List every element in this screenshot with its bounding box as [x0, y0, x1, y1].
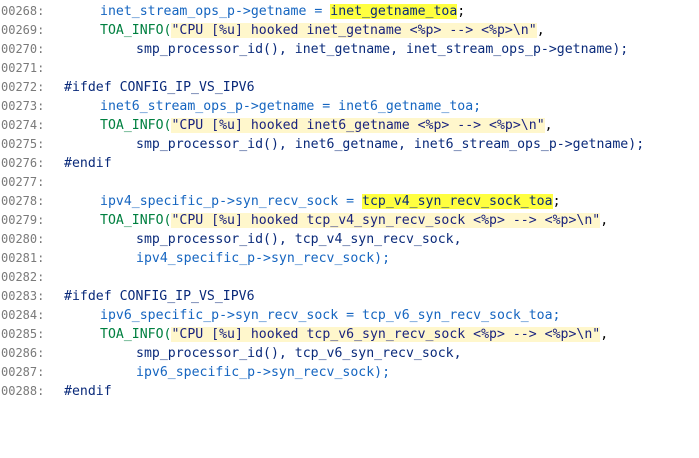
line-number: 00270:: [1, 42, 45, 56]
code-line[interactable]: 00268: inet_stream_ops_p->getname = inet…: [0, 2, 699, 21]
preprocessor-directive[interactable]: #endif: [64, 384, 112, 399]
code-line[interactable]: 00275: smp_processor_id(), inet6_getname…: [0, 135, 699, 154]
code-line[interactable]: 00280: smp_processor_id(), tcp_v4_syn_re…: [0, 230, 699, 249]
line-number: 00276:: [1, 156, 45, 170]
line-number: 00268:: [1, 4, 45, 18]
preprocessor-directive[interactable]: #endif: [64, 156, 112, 171]
line-number: 00271:: [1, 61, 45, 75]
code-text[interactable]: TOA_INFO("CPU [%u] hooked tcp_v6_syn_rec…: [100, 327, 609, 342]
code-text[interactable]: inet_stream_ops_p->getname = inet_getnam…: [100, 4, 466, 19]
code-line[interactable]: 00276: #endif: [0, 154, 699, 173]
code-text[interactable]: TOA_INFO("CPU [%u] hooked tcp_v4_syn_rec…: [100, 213, 609, 228]
line-number: 00272:: [1, 80, 45, 94]
code-line[interactable]: 00281: ipv4_specific_p->syn_recv_sock);: [0, 249, 699, 268]
code-line[interactable]: 00278: ipv4_specific_p->syn_recv_sock = …: [0, 192, 699, 211]
code-line[interactable]: 00282:: [0, 268, 699, 287]
code-line[interactable]: 00284: ipv6_specific_p->syn_recv_sock = …: [0, 306, 699, 325]
line-number: 00286:: [1, 346, 45, 360]
code-line[interactable]: 00270: smp_processor_id(), inet_getname,…: [0, 40, 699, 59]
preprocessor-directive[interactable]: #ifdef CONFIG_IP_VS_IPV6: [64, 80, 255, 95]
code-line[interactable]: 00286: smp_processor_id(), tcp_v6_syn_re…: [0, 344, 699, 363]
code-text[interactable]: ipv4_specific_p->syn_recv_sock = tcp_v4_…: [100, 194, 561, 209]
preprocessor-directive[interactable]: #ifdef CONFIG_IP_VS_IPV6: [64, 289, 255, 304]
code-line[interactable]: 00273: inet6_stream_ops_p->getname = ine…: [0, 97, 699, 116]
code-line[interactable]: 00271:: [0, 59, 699, 78]
code-text[interactable]: ipv6_specific_p->syn_recv_sock = tcp_v6_…: [100, 308, 561, 323]
line-number: 00275:: [1, 137, 45, 151]
code-line[interactable]: 00285: TOA_INFO("CPU [%u] hooked tcp_v6_…: [0, 325, 699, 344]
line-number: 00281:: [1, 251, 45, 265]
code-text[interactable]: ipv6_specific_p->syn_recv_sock);: [136, 365, 391, 380]
line-number: 00283:: [1, 289, 45, 303]
line-number: 00269:: [1, 23, 45, 37]
code-line[interactable]: 00277:: [0, 173, 699, 192]
line-number: 00287:: [1, 365, 45, 379]
line-number: 00280:: [1, 232, 45, 246]
code-text[interactable]: smp_processor_id(), tcp_v6_syn_recv_sock…: [136, 346, 462, 361]
code-line[interactable]: 00269: TOA_INFO("CPU [%u] hooked inet_ge…: [0, 21, 699, 40]
line-number: 00278:: [1, 194, 45, 208]
line-number: 00273:: [1, 99, 45, 113]
code-line[interactable]: 00287: ipv6_specific_p->syn_recv_sock);: [0, 363, 699, 382]
line-number: 00282:: [1, 270, 45, 284]
line-number: 00274:: [1, 118, 45, 132]
code-line[interactable]: 00272: #ifdef CONFIG_IP_VS_IPV6: [0, 78, 699, 97]
line-number: 00284:: [1, 308, 45, 322]
code-line[interactable]: 00279: TOA_INFO("CPU [%u] hooked tcp_v4_…: [0, 211, 699, 230]
code-text[interactable]: TOA_INFO("CPU [%u] hooked inet6_getname …: [100, 118, 553, 133]
line-number: 00277:: [1, 175, 45, 189]
line-number: 00285:: [1, 327, 45, 341]
line-number: 00279:: [1, 213, 45, 227]
line-number: 00288:: [1, 384, 45, 398]
code-line[interactable]: 00288: #endif: [0, 382, 699, 401]
code-text[interactable]: inet6_stream_ops_p->getname = inet6_getn…: [100, 99, 482, 114]
code-text[interactable]: smp_processor_id(), inet6_getname, inet6…: [136, 137, 645, 152]
code-text[interactable]: ipv4_specific_p->syn_recv_sock);: [136, 251, 391, 266]
code-line[interactable]: 00274: TOA_INFO("CPU [%u] hooked inet6_g…: [0, 116, 699, 135]
code-text[interactable]: TOA_INFO("CPU [%u] hooked inet_getname <…: [100, 23, 545, 38]
code-line[interactable]: 00283: #ifdef CONFIG_IP_VS_IPV6: [0, 287, 699, 306]
code-text[interactable]: smp_processor_id(), tcp_v4_syn_recv_sock…: [136, 232, 462, 247]
code-text[interactable]: smp_processor_id(), inet_getname, inet_s…: [136, 42, 629, 57]
code-editor[interactable]: 00268: inet_stream_ops_p->getname = inet…: [0, 0, 699, 403]
